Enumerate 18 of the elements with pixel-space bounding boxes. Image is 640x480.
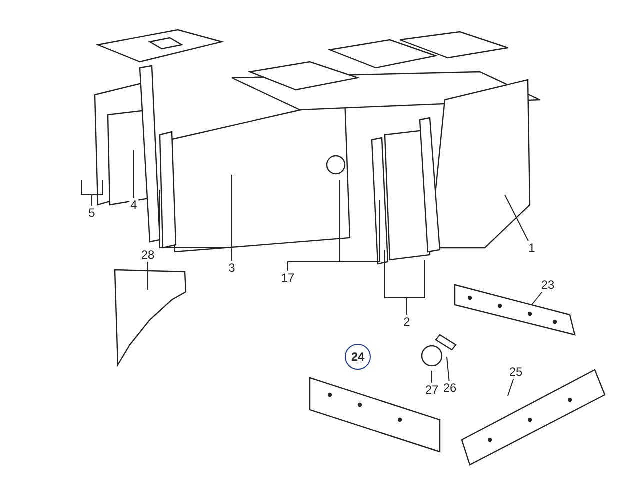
callout-number: 26	[442, 381, 458, 395]
leader-line	[446, 356, 450, 382]
callout-number: 4	[130, 198, 138, 212]
callout-number: 3	[228, 261, 236, 275]
leader-line	[508, 378, 514, 396]
leader-line	[532, 292, 543, 306]
callout-number: 24	[345, 344, 371, 370]
callout-number: 25	[508, 365, 524, 379]
callout-number: 28	[140, 248, 156, 262]
callout-number: 23	[540, 278, 556, 292]
leader-line	[504, 194, 529, 242]
callout-number: 17	[280, 271, 296, 285]
callout-number: 2	[402, 315, 412, 329]
leader-line	[406, 260, 426, 316]
callout-number: 27	[424, 383, 440, 397]
leader-line	[288, 200, 380, 272]
callout-number: 1	[528, 241, 536, 255]
callout-number: 5	[88, 206, 96, 220]
